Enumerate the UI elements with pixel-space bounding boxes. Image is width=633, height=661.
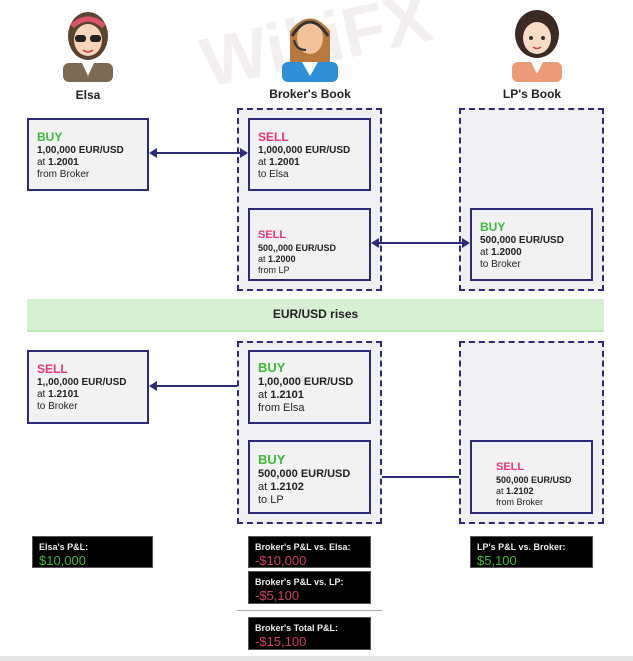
trade-quantity: 500,000 EUR/USD: [480, 235, 564, 246]
trade-party: from LP: [258, 265, 290, 275]
trade-party: to Elsa: [258, 169, 289, 180]
elsa-trade-phase1: BUY 1,00,000 EUR/USD at 1.2001 from Brok…: [27, 118, 149, 191]
trade-side: SELL: [258, 130, 289, 144]
broker-trade-phase1-lp: SELL 500,,000 EUR/USD at 1.2000 from LP: [248, 208, 371, 281]
broker-trade-phase2-lp: BUY 500,000 EUR/USD at 1.2102 to LP: [248, 440, 371, 514]
column-title-broker: Broker's Book: [269, 87, 351, 101]
trade-side: SELL: [37, 362, 68, 376]
trade-quantity: 500,,000 EUR/USD: [258, 243, 337, 253]
trade-party: to Broker: [480, 259, 521, 270]
at-label: at: [258, 157, 267, 168]
trade-price: 1.2101: [270, 389, 304, 401]
trade-price: 1.2102: [270, 481, 304, 493]
column-title-lp: LP's Book: [502, 87, 562, 101]
broker-trade-phase2-elsa: BUY 1,00,000 EUR/USD at 1.2101 from Elsa: [248, 350, 371, 424]
trade-side: BUY: [37, 130, 63, 144]
broker-pnl-vs-elsa: Broker's P&L vs. Elsa: -$10,000: [248, 536, 371, 568]
trade-quantity: 1,000,000 EUR/USD: [258, 145, 351, 156]
lp-trade-phase1: BUY 500,000 EUR/USD at 1.2000 to Broker: [470, 208, 593, 281]
at-label: at: [37, 389, 46, 400]
trade-side: SELL: [496, 461, 525, 473]
lp-trade-phase2: SELL 500,000 EUR/USD at 1.2102 from Brok…: [470, 440, 593, 514]
trade-price: 1.2000: [268, 254, 296, 264]
lp-pnl: LP's P&L vs. Broker: $5,100: [470, 536, 593, 568]
trade-quantity: 1,,00,000 EUR/USD: [37, 377, 127, 388]
broker-avatar-icon: [282, 18, 338, 82]
trade-price: 1.2000: [491, 247, 522, 258]
elsa-pnl: Elsa's P&L: $10,000: [32, 536, 153, 568]
at-label: at: [496, 486, 504, 496]
trade-quantity: 1,00,000 EUR/USD: [37, 145, 124, 156]
trade-party: to Broker: [37, 401, 78, 412]
trade-party: from Broker: [37, 169, 90, 180]
trade-price: 1.2102: [506, 486, 534, 496]
elsa-avatar-icon: [63, 12, 113, 82]
at-label: at: [480, 247, 489, 258]
pnl-label: LP's P&L vs. Broker:: [477, 542, 566, 552]
lp-avatar-icon: [512, 10, 562, 82]
pnl-value: -$5,100: [255, 588, 300, 603]
pnl-value: $10,000: [39, 553, 86, 568]
broker-total-pnl: Broker's Total P&L: -$15,100: [248, 617, 371, 650]
pnl-label: Broker's Total P&L:: [255, 623, 338, 633]
pnl-value: -$15,100: [255, 634, 307, 649]
trade-party: from Broker: [496, 497, 544, 507]
trade-price: 1.2001: [269, 157, 300, 168]
trade-price: 1.2101: [48, 389, 79, 400]
trade-side: SELL: [258, 229, 287, 241]
at-label: at: [258, 389, 268, 401]
trade-quantity: 500,000 EUR/USD: [496, 475, 572, 485]
at-label: at: [37, 157, 46, 168]
trade-side: BUY: [258, 452, 286, 467]
broker-trade-phase1-elsa: SELL 1,000,000 EUR/USD at 1.2001 to Elsa: [248, 118, 371, 191]
trade-side: BUY: [258, 360, 286, 375]
trade-quantity: 1,00,000 EUR/USD: [258, 376, 354, 388]
pnl-value: -$10,000: [255, 553, 307, 568]
trade-side: BUY: [480, 220, 506, 234]
pnl-label: Broker's P&L vs. LP:: [255, 577, 344, 587]
sum-divider: [237, 610, 382, 611]
broker-pnl-vs-lp: Broker's P&L vs. LP: -$5,100: [248, 571, 371, 604]
column-title-elsa: Elsa: [75, 88, 101, 102]
trade-quantity: 500,000 EUR/USD: [258, 468, 351, 480]
at-label: at: [258, 254, 266, 264]
pnl-value: $5,100: [477, 553, 517, 568]
at-label: at: [258, 481, 268, 493]
pnl-label: Broker's P&L vs. Elsa:: [255, 542, 351, 552]
trade-price: 1.2001: [48, 157, 79, 168]
bottom-strip: [0, 656, 633, 661]
trade-party: to LP: [258, 494, 284, 506]
pnl-label: Elsa's P&L:: [39, 542, 89, 552]
trade-party: from Elsa: [258, 402, 305, 414]
event-band: EUR/USD rises: [27, 299, 604, 332]
elsa-trade-phase2: SELL 1,,00,000 EUR/USD at 1.2101 to Brok…: [27, 350, 149, 424]
